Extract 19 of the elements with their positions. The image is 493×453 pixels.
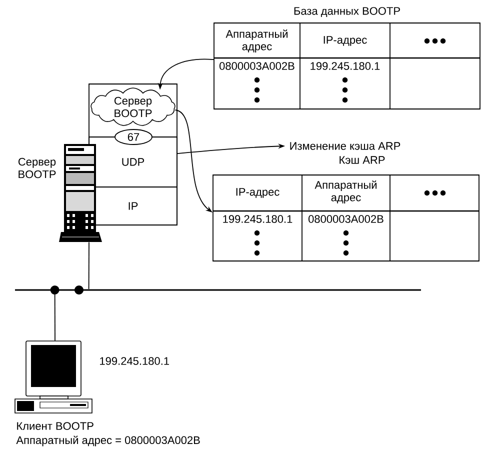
column-header: Аппаратный адрес [226,30,288,52]
table-value: 0800003A002B [220,62,294,70]
column-header: Аппаратный адрес [314,180,376,204]
table-title: База данных BOOTP [294,7,400,17]
table-value: 199.245.180.1 [223,215,292,223]
table-value: 199.245.180.1 [310,62,380,70]
device-label: Сервер BOOTP [18,158,56,178]
connector-line [88,242,90,290]
connector-line [50,286,60,342]
port-oval: 67 [114,129,152,145]
table-title: Кэш ARP [340,156,385,164]
device-label: Клиент BOOTP [17,422,94,430]
column-header: IP-адрес [324,36,367,46]
address-text: Аппаратный адрес = 0800003A002B [16,436,200,446]
address-text: 199.245.180.1 [100,357,169,365]
column-header: IP-адрес [236,188,280,198]
note-text: Изменение кэша ARP [290,142,400,150]
network-line [15,289,421,291]
table-value: 0800003A002B [308,215,384,223]
